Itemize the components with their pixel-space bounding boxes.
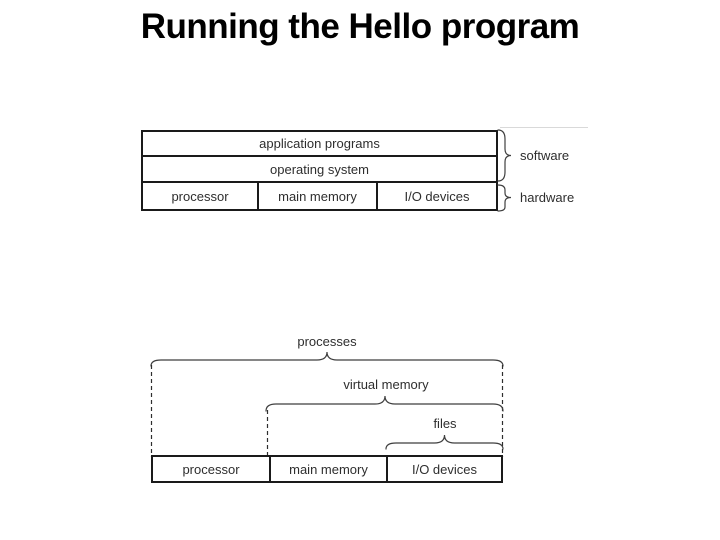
main-memory-cell: main memory (259, 183, 378, 209)
io-devices-cell: I/O devices (411, 461, 478, 477)
virtual-memory-dashed-line (266, 410, 269, 457)
files-brace (385, 434, 504, 450)
hardware-layer-row: processor main memory I/O devices (143, 183, 496, 209)
processes-brace (150, 351, 504, 367)
software-brace (497, 129, 512, 182)
hardware-label: hardware (520, 190, 575, 205)
files-label: files (433, 416, 457, 431)
image-edge-line (500, 127, 588, 128)
processes-label: processes (297, 334, 357, 349)
hardware-cells: processor main memory I/O devices (143, 183, 496, 209)
application-programs-layer: application programs (143, 132, 496, 157)
abstractions-hardware-table: processor main memory I/O devices (151, 455, 503, 483)
system-layers-table: application programs operating system pr… (141, 130, 498, 211)
processor-cell: processor (153, 457, 271, 481)
virtual-memory-brace (265, 395, 504, 412)
processes-left-dashed-line (150, 365, 153, 457)
virtual-memory-label: virtual memory (343, 377, 429, 392)
hardware-brace (497, 184, 512, 212)
software-label: software (520, 148, 570, 163)
slide-title: Running the Hello program (140, 7, 580, 46)
operating-system-layer: operating system (143, 157, 496, 183)
processor-cell: processor (143, 183, 259, 209)
main-memory-cell: main memory (271, 457, 388, 481)
io-devices-cell: I/O devices (404, 188, 470, 204)
